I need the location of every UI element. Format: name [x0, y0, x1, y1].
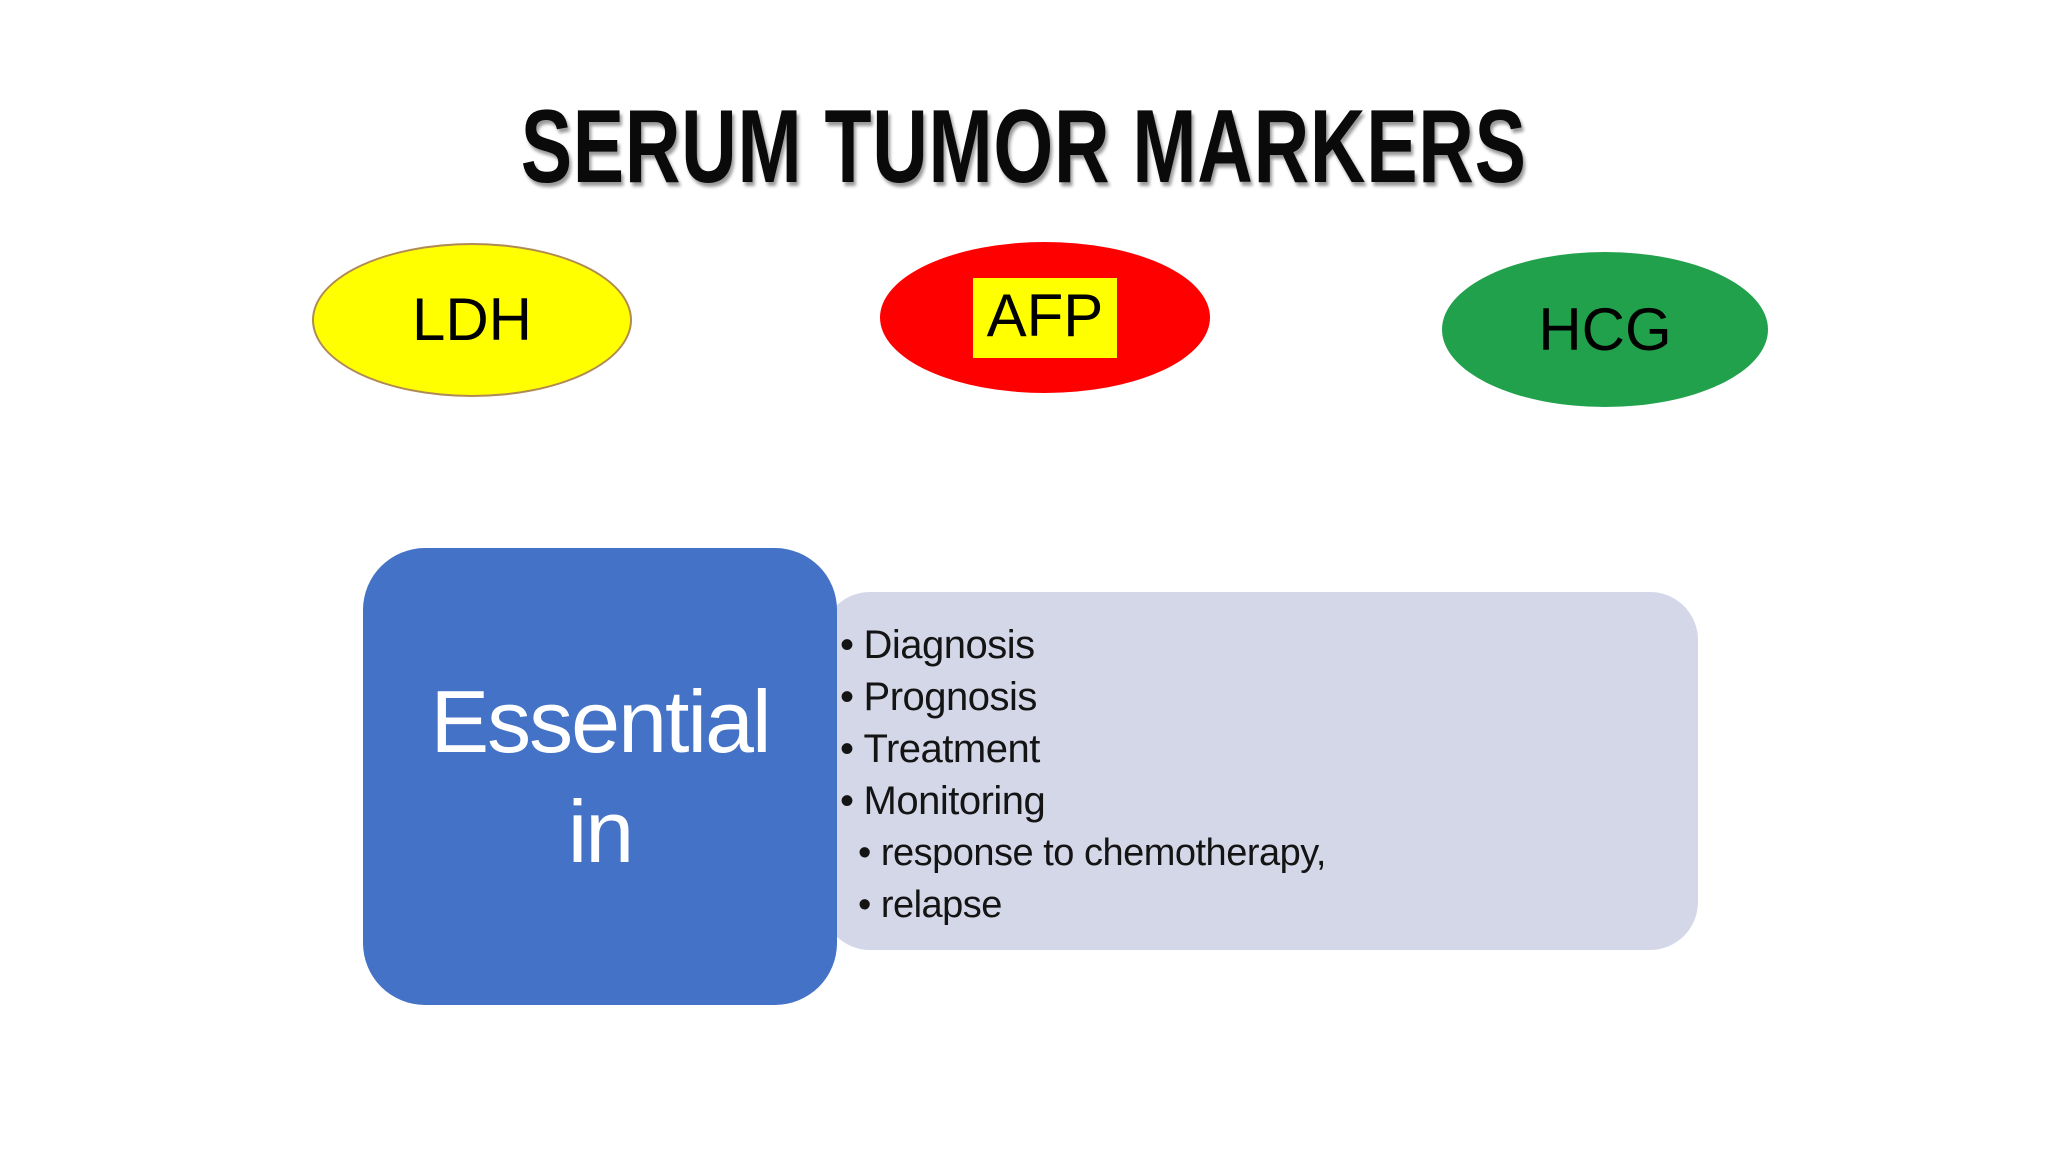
- list-item: • Diagnosis: [840, 619, 1326, 671]
- list-item: • response to chemotherapy,: [858, 827, 1326, 879]
- list-item-label: Diagnosis: [863, 623, 1036, 667]
- essential-box: Essential in: [363, 548, 837, 1005]
- list-item-label: relapse: [880, 884, 1003, 926]
- marker-ellipse-ldh: LDH: [312, 243, 632, 397]
- bullet-icon: •: [840, 779, 854, 823]
- list-item: • Prognosis: [840, 671, 1326, 723]
- list-item: • Treatment: [840, 723, 1326, 775]
- marker-ellipse-afp: AFP: [880, 242, 1210, 393]
- afp-highlight-box: AFP: [972, 277, 1118, 358]
- list-item: • relapse: [858, 879, 1326, 931]
- list-item-label: Monitoring: [863, 779, 1046, 823]
- marker-label-ldh: LDH: [411, 286, 533, 353]
- bullet-icon: •: [858, 884, 871, 926]
- marker-label-afp: AFP: [986, 281, 1104, 349]
- marker-ellipse-hcg: HCG: [1442, 252, 1768, 407]
- list-item-label: Prognosis: [863, 675, 1038, 719]
- page-title-text: SERUM TUMOR MARKERS: [521, 89, 1527, 205]
- bullet-icon: •: [840, 623, 854, 667]
- bullet-list: • Diagnosis • Prognosis • Treatment • Mo…: [840, 619, 1326, 931]
- list-item-label: Treatment: [863, 727, 1041, 771]
- list-item: • Monitoring: [840, 775, 1326, 827]
- bullet-icon: •: [840, 675, 854, 719]
- uses-panel: [822, 592, 1698, 950]
- marker-label-hcg: HCG: [1538, 295, 1672, 363]
- page-title: SERUM TUMOR MARKERS: [0, 88, 2048, 207]
- list-item-label: response to chemotherapy,: [880, 832, 1327, 874]
- bullet-icon: •: [858, 832, 871, 874]
- essential-label: Essential in: [430, 671, 771, 881]
- bullet-icon: •: [840, 727, 854, 771]
